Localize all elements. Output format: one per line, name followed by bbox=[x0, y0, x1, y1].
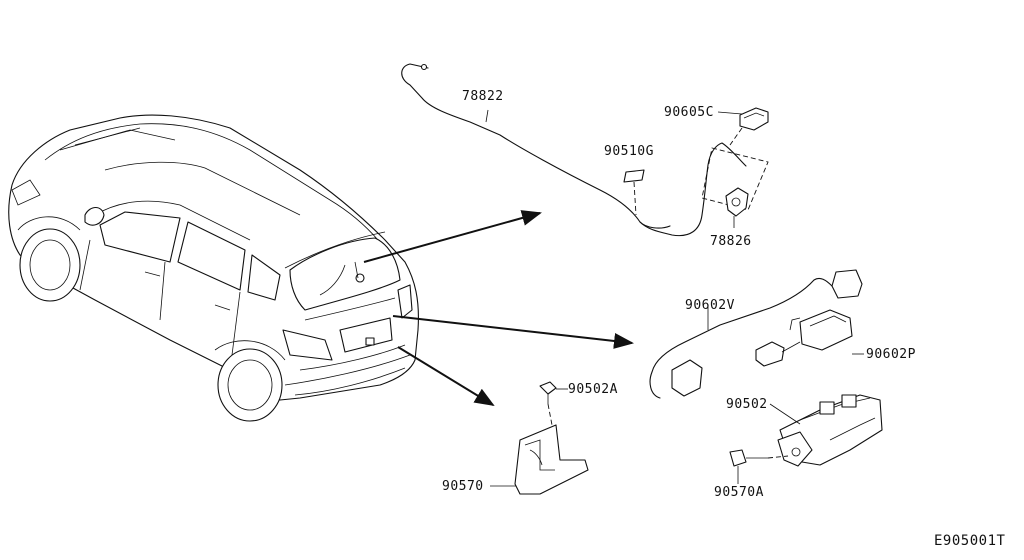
callout-90602V: 90602V bbox=[685, 298, 735, 313]
callout-90602P: 90602P bbox=[866, 347, 916, 362]
part-90602P bbox=[755, 309, 864, 367]
callout-90510G: 90510G bbox=[604, 144, 654, 159]
callout-90502: 90502 bbox=[726, 397, 768, 412]
part-90570A bbox=[729, 449, 789, 484]
callout-78826: 78826 bbox=[710, 234, 752, 249]
pointer-arrows bbox=[363, 210, 634, 407]
part-90570 bbox=[490, 424, 589, 495]
part-90502A bbox=[539, 381, 568, 426]
part-90605C bbox=[717, 107, 769, 146]
callout-90570A: 90570A bbox=[714, 485, 764, 500]
part-90502 bbox=[769, 394, 883, 467]
callout-90502A: 90502A bbox=[568, 382, 618, 397]
harness-78822 bbox=[401, 63, 747, 237]
figure-code: E905001T bbox=[934, 533, 1006, 549]
callout-78822: 78822 bbox=[462, 89, 504, 104]
callout-90570: 90570 bbox=[442, 479, 484, 494]
vehicle-illustration bbox=[8, 114, 419, 422]
callout-90605C: 90605C bbox=[664, 105, 714, 120]
part-90602V bbox=[649, 269, 863, 399]
part-78826 bbox=[701, 147, 769, 228]
part-90510G bbox=[623, 169, 645, 216]
